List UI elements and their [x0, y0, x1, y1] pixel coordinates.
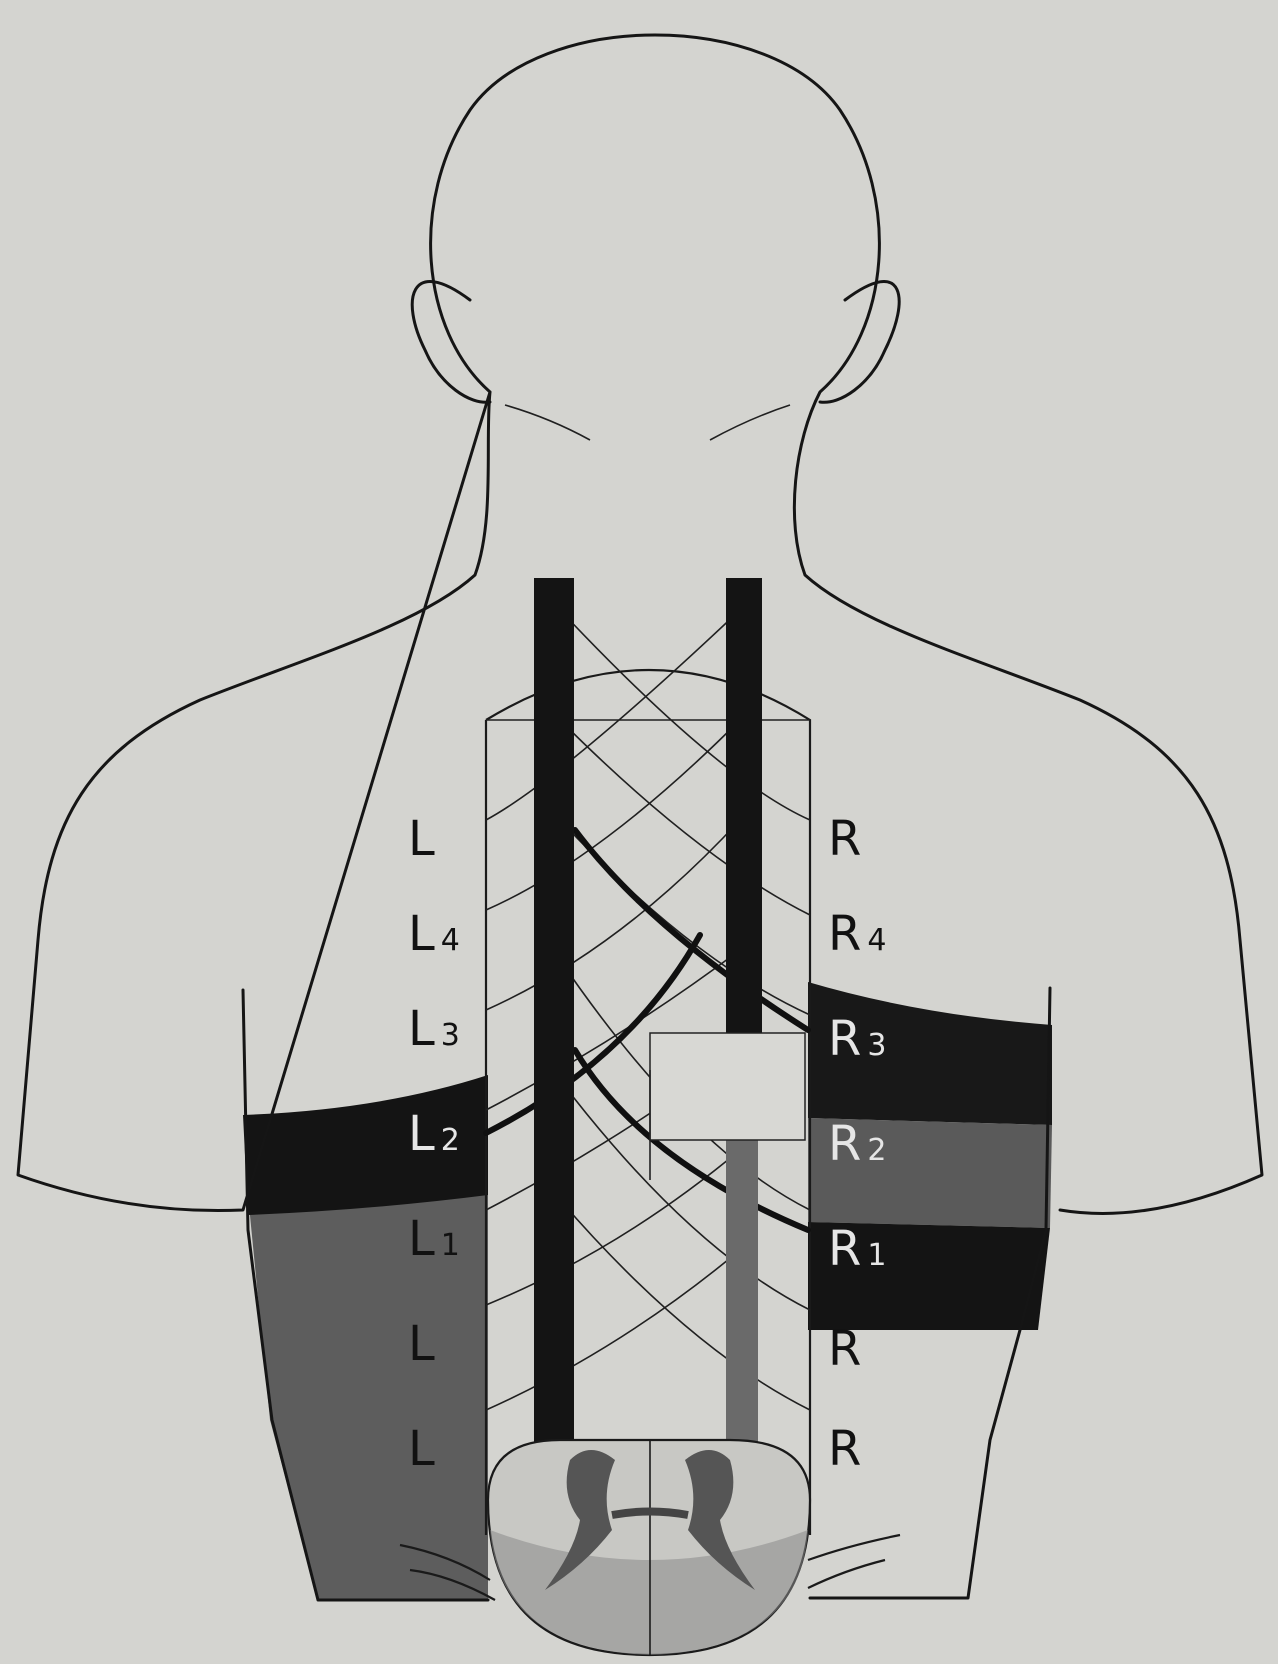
body-outline [18, 35, 1262, 1600]
neck-line-left [505, 405, 590, 440]
right-column-bar-lower [726, 1140, 758, 1460]
spinal-cord-section [488, 1440, 810, 1655]
label-r-lower-1: R [828, 1321, 861, 1377]
label-l: L [408, 811, 435, 867]
right-ear [820, 281, 899, 402]
label-l-lower-2: L [408, 1421, 435, 1477]
label-r-lower-2: R [828, 1421, 861, 1477]
heavy-fibre-left-to-right [575, 830, 808, 1030]
right-nerve-root [808, 1535, 900, 1588]
label-r: R [828, 811, 861, 867]
lesion-box [650, 1033, 805, 1140]
neck-line-right [710, 405, 790, 440]
right-column-bar-upper [726, 578, 762, 1033]
label-l-lower-1: L [408, 1316, 435, 1372]
left-column-bar [534, 578, 574, 1460]
